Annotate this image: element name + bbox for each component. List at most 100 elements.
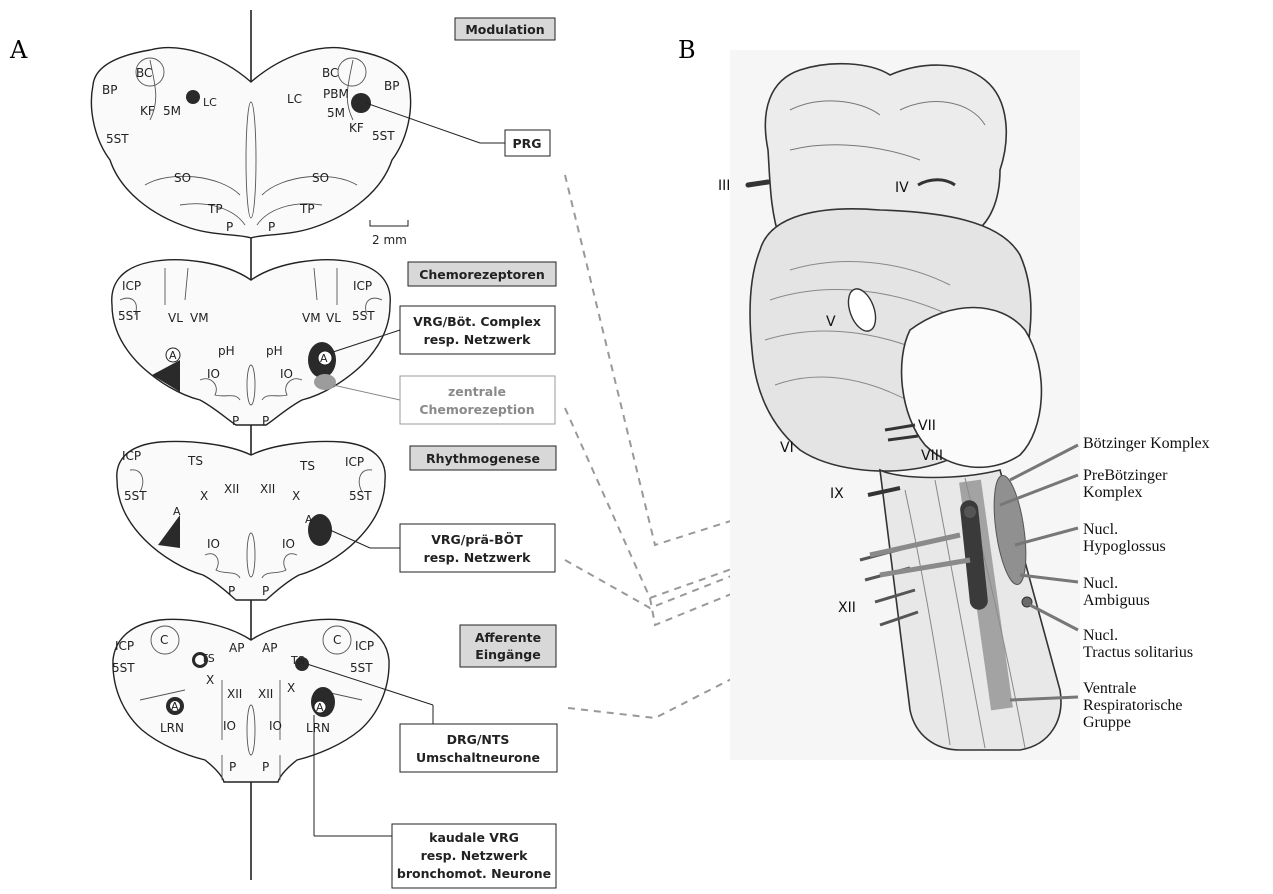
label: ICP — [353, 279, 372, 293]
label: LRN — [160, 721, 184, 735]
panel-a-letter: A — [9, 36, 28, 64]
label: BP — [384, 79, 399, 93]
section-rhythmogenese: ICP TS 5ST X XII A IO P TS ICP XII X 5ST… — [117, 442, 556, 600]
label: C — [160, 633, 168, 647]
label: C — [333, 633, 341, 647]
section-afferente: ICP C AP 5ST TS X XII A LRN IO P AP C IC… — [112, 619, 557, 888]
label: IO — [207, 367, 220, 381]
label: X — [292, 489, 300, 503]
label: XII — [224, 482, 239, 496]
header-label: Chemorezeptoren — [419, 267, 545, 282]
label: TP — [207, 202, 223, 216]
label: IO — [223, 719, 236, 733]
label: P — [262, 414, 269, 428]
label: ICP — [115, 639, 134, 653]
medulla-outline-3 — [113, 619, 389, 782]
label: 5ST — [372, 129, 395, 143]
label: P — [262, 760, 269, 774]
lc-nucleus-dot — [186, 90, 200, 104]
label: 5ST — [350, 661, 373, 675]
legend-label: Gruppe — [1083, 714, 1131, 731]
label: P — [229, 760, 236, 774]
callout-label: bronchomot. Neurone — [397, 866, 551, 881]
label: A — [320, 352, 328, 365]
label: 5ST — [124, 489, 147, 503]
legend-label: Bötzinger Komplex — [1083, 435, 1210, 452]
label: XII — [258, 687, 273, 701]
scale-label: 2 mm — [372, 233, 407, 247]
label: A — [171, 700, 179, 713]
nerve-label: VIII — [921, 448, 943, 464]
callout-label: resp. Netzwerk — [424, 332, 532, 347]
label: TS — [290, 654, 305, 667]
label: X — [206, 673, 214, 687]
label: P — [262, 584, 269, 598]
label: P — [232, 414, 239, 428]
label: IO — [207, 537, 220, 551]
label: XII — [227, 687, 242, 701]
label: P — [226, 220, 233, 234]
nerve-label: IX — [830, 486, 844, 502]
label: X — [200, 489, 208, 503]
label: 5ST — [352, 309, 375, 323]
label: PBM — [323, 87, 349, 101]
header-label: Rhythmogenese — [426, 451, 540, 466]
nerve-label: V — [826, 314, 836, 330]
label: BC — [322, 66, 338, 80]
callout-label: kaudale VRG — [429, 830, 519, 845]
legend-label: Nucl. — [1083, 627, 1118, 644]
legend-label: Ventrale — [1083, 680, 1136, 697]
label: A — [169, 349, 177, 362]
label: 5ST — [112, 661, 135, 675]
label: IO — [280, 367, 293, 381]
label: VL — [168, 311, 183, 325]
label: 5M — [163, 104, 181, 118]
label: A — [173, 505, 181, 518]
label: LC — [203, 96, 217, 109]
legend-label: Nucl. — [1083, 575, 1118, 592]
label: BP — [102, 83, 117, 97]
label: 5ST — [349, 489, 372, 503]
label: TS — [187, 454, 203, 468]
header-label: Modulation — [465, 22, 544, 37]
label: 5M — [327, 106, 345, 120]
label: A — [316, 701, 324, 714]
kf-nucleus-dot — [351, 93, 371, 113]
label: 5ST — [106, 132, 129, 146]
label: TS — [299, 459, 315, 473]
label: AP — [262, 641, 277, 655]
legend-label: Nucl. — [1083, 521, 1118, 538]
panel-b-letter: B — [678, 36, 696, 64]
legend: Bötzinger Komplex PreBötzinger Komplex N… — [1083, 435, 1210, 731]
brainstem-drawing — [730, 50, 1080, 760]
callout-label: Umschaltneurone — [416, 750, 540, 765]
label: LRN — [306, 721, 330, 735]
label: X — [287, 681, 295, 695]
label: A — [305, 513, 313, 526]
label: pH — [266, 344, 283, 358]
callout-label: VRG/Böt. Complex — [413, 314, 541, 329]
callout-label: Chemorezeption — [419, 402, 534, 417]
header-label: Eingänge — [475, 647, 540, 662]
label: P — [268, 220, 275, 234]
label: AP — [229, 641, 244, 655]
label: pH — [218, 344, 235, 358]
legend-label: Komplex — [1083, 484, 1143, 501]
callout-label: resp. Netzwerk — [421, 848, 529, 863]
label: LC — [287, 92, 302, 106]
label: VM — [302, 311, 321, 325]
section-chemorezeptoren: ICP VL VM 5ST pH A IO P VM VL ICP 5ST pH… — [112, 260, 556, 428]
callout-label: zentrale — [448, 384, 506, 399]
label: SO — [312, 171, 329, 185]
callout-label: PRG — [512, 136, 541, 151]
label: ICP — [122, 449, 141, 463]
nerve-label: XII — [838, 600, 856, 616]
nerve-label: IV — [895, 180, 909, 196]
callout-label: DRG/NTS — [447, 732, 510, 747]
legend-label: PreBötzinger — [1083, 467, 1168, 484]
label: TP — [299, 202, 315, 216]
label: 5ST — [118, 309, 141, 323]
legend-label: Respiratorische — [1083, 697, 1183, 714]
label: XII — [260, 482, 275, 496]
